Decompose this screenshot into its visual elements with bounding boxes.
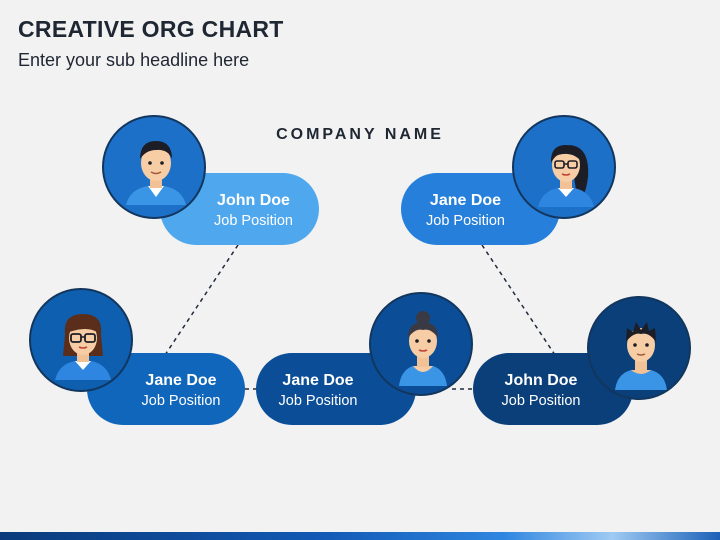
person-position: Job Position [141,393,221,409]
person-position: Job Position [426,213,505,229]
connector-line [481,244,556,356]
person-name: John Doe [217,192,290,209]
person-position: Job Position [278,393,358,409]
person-name: John Doe [504,372,578,389]
bottom-accent-bar [0,532,720,540]
connector-line [164,244,239,356]
company-name: COMPANY NAME [276,126,444,143]
female-bun-avatar-icon [369,292,473,396]
male-spiky-hair-avatar-icon [587,296,691,400]
person-position: Job Position [501,393,581,409]
org-card-john-doe-top[interactable]: John Doe Job Position [160,173,319,245]
person-name: Jane Doe [145,372,217,389]
person-position: Job Position [214,213,293,229]
slide-title: CREATIVE ORG CHART [18,16,284,42]
female-glasses-ponytail-avatar-icon [512,115,616,219]
female-glasses-avatar-icon [29,288,133,392]
slide-subtitle: Enter your sub headline here [18,50,250,70]
person-name: Jane Doe [429,192,502,209]
person-name: Jane Doe [282,372,354,389]
male-avatar-icon [102,115,206,219]
